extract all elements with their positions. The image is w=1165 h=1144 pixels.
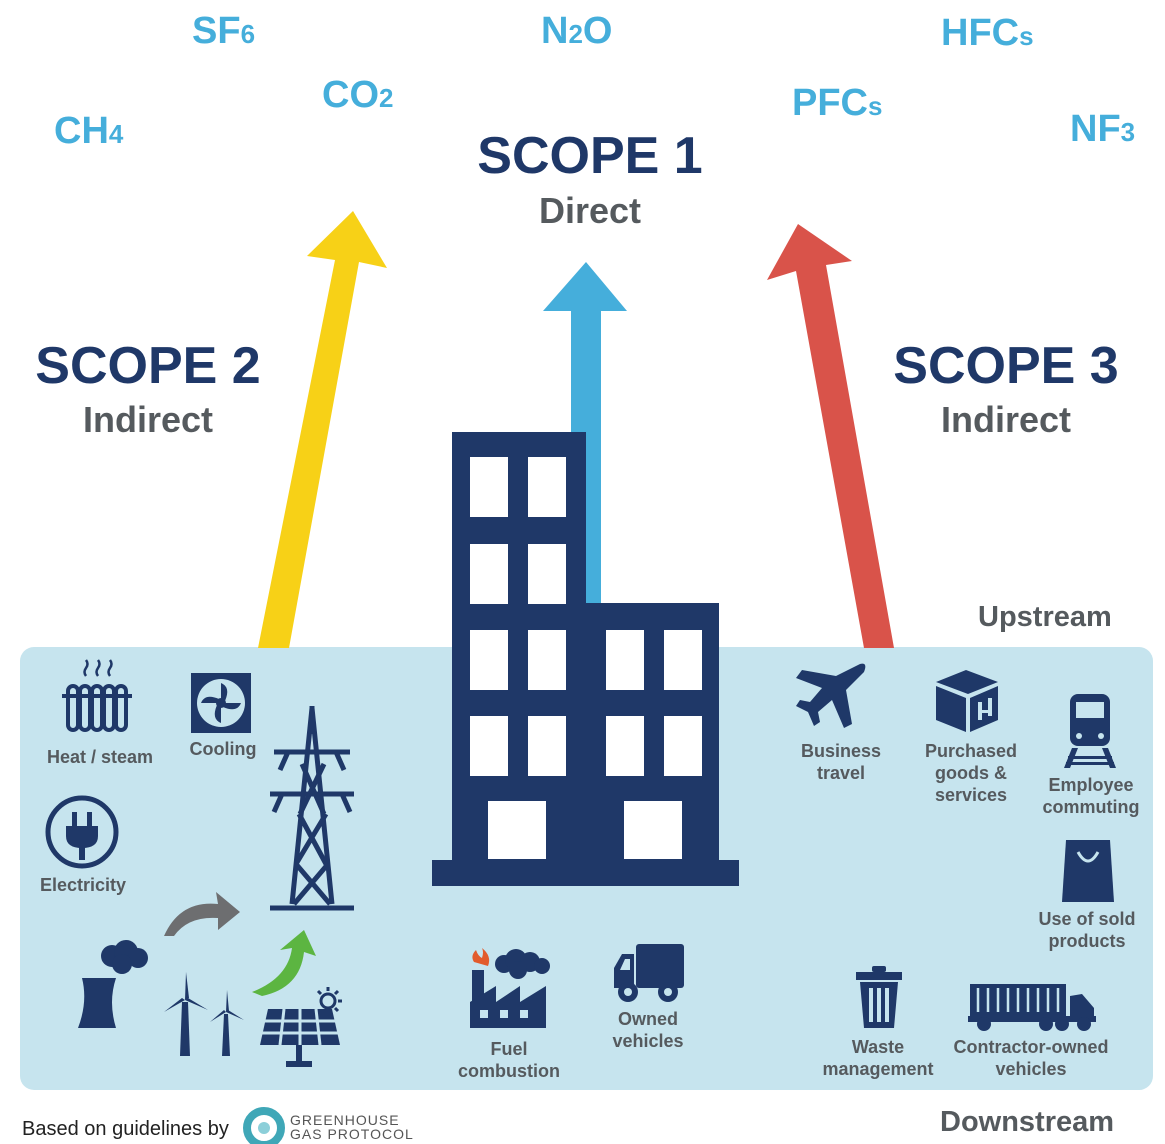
gas-co2: CO2 [322,74,394,116]
waste-management-label: Waste management [822,1037,934,1079]
scope1-subtitle: Direct [538,190,642,231]
business-travel-label: Business travel [800,741,882,783]
scope3-subtitle: Indirect [940,399,1072,440]
wind-turbine-icon [164,972,244,1056]
footer-text: Based on guidelines by [22,1118,229,1140]
electricity-label: Electricity [39,875,127,895]
solar-panel-icon [260,987,342,1067]
factory-icon [470,948,550,1028]
power-plant-icon [78,940,148,1028]
ghg-protocol-logo-text: GREENHOUSE GAS PROTOCOL [290,1112,414,1142]
trailer-truck-icon [968,984,1096,1031]
scope2-subtitle: Indirect [82,399,214,440]
plug-icon [45,795,119,869]
power-tower-icon [270,706,354,911]
fuel-combustion-label: Fuel combustion [458,1039,560,1081]
heat-steam-label: Heat / steam [46,747,154,767]
owned-vehicles-label: Owned vehicles [612,1009,684,1051]
green-arrow-icon [252,930,316,996]
upstream-label: Upstream [978,601,1112,633]
box-icon [936,670,998,732]
radiator-icon [62,659,132,732]
gas-pfcs: PFCs [792,82,883,124]
shopping-bag-icon [1062,840,1114,902]
gas-nf3: NF3 [1070,108,1136,150]
cooling-label: Cooling [189,739,257,759]
gas-sf6: SF6 [192,10,256,52]
purchased-goods-label: Purchased goods & services [924,741,1018,805]
grey-arrow-icon [164,892,240,936]
scope1-title: SCOPE 1 [477,127,703,185]
scope3-title: SCOPE 3 [893,337,1119,395]
downstream-label: Downstream [940,1106,1115,1138]
scope2-title: SCOPE 2 [35,337,261,395]
fan-icon [191,673,251,733]
employee-commuting-label: Employee commuting [1042,775,1140,817]
gas-n2o: N2O [541,10,613,52]
gas-hfcs: HFCs [941,12,1034,54]
use-of-sold-products-label: Use of sold products [1038,909,1136,951]
airplane-icon [796,663,866,728]
contractor-vehicles-label: Contractor-owned vehicles [953,1037,1109,1079]
ghg-protocol-logo-icon [243,1107,285,1144]
trash-can-icon [856,966,902,1028]
gas-ch4: CH4 [54,110,124,152]
truck-icon [614,944,684,1002]
train-icon [1064,694,1116,768]
